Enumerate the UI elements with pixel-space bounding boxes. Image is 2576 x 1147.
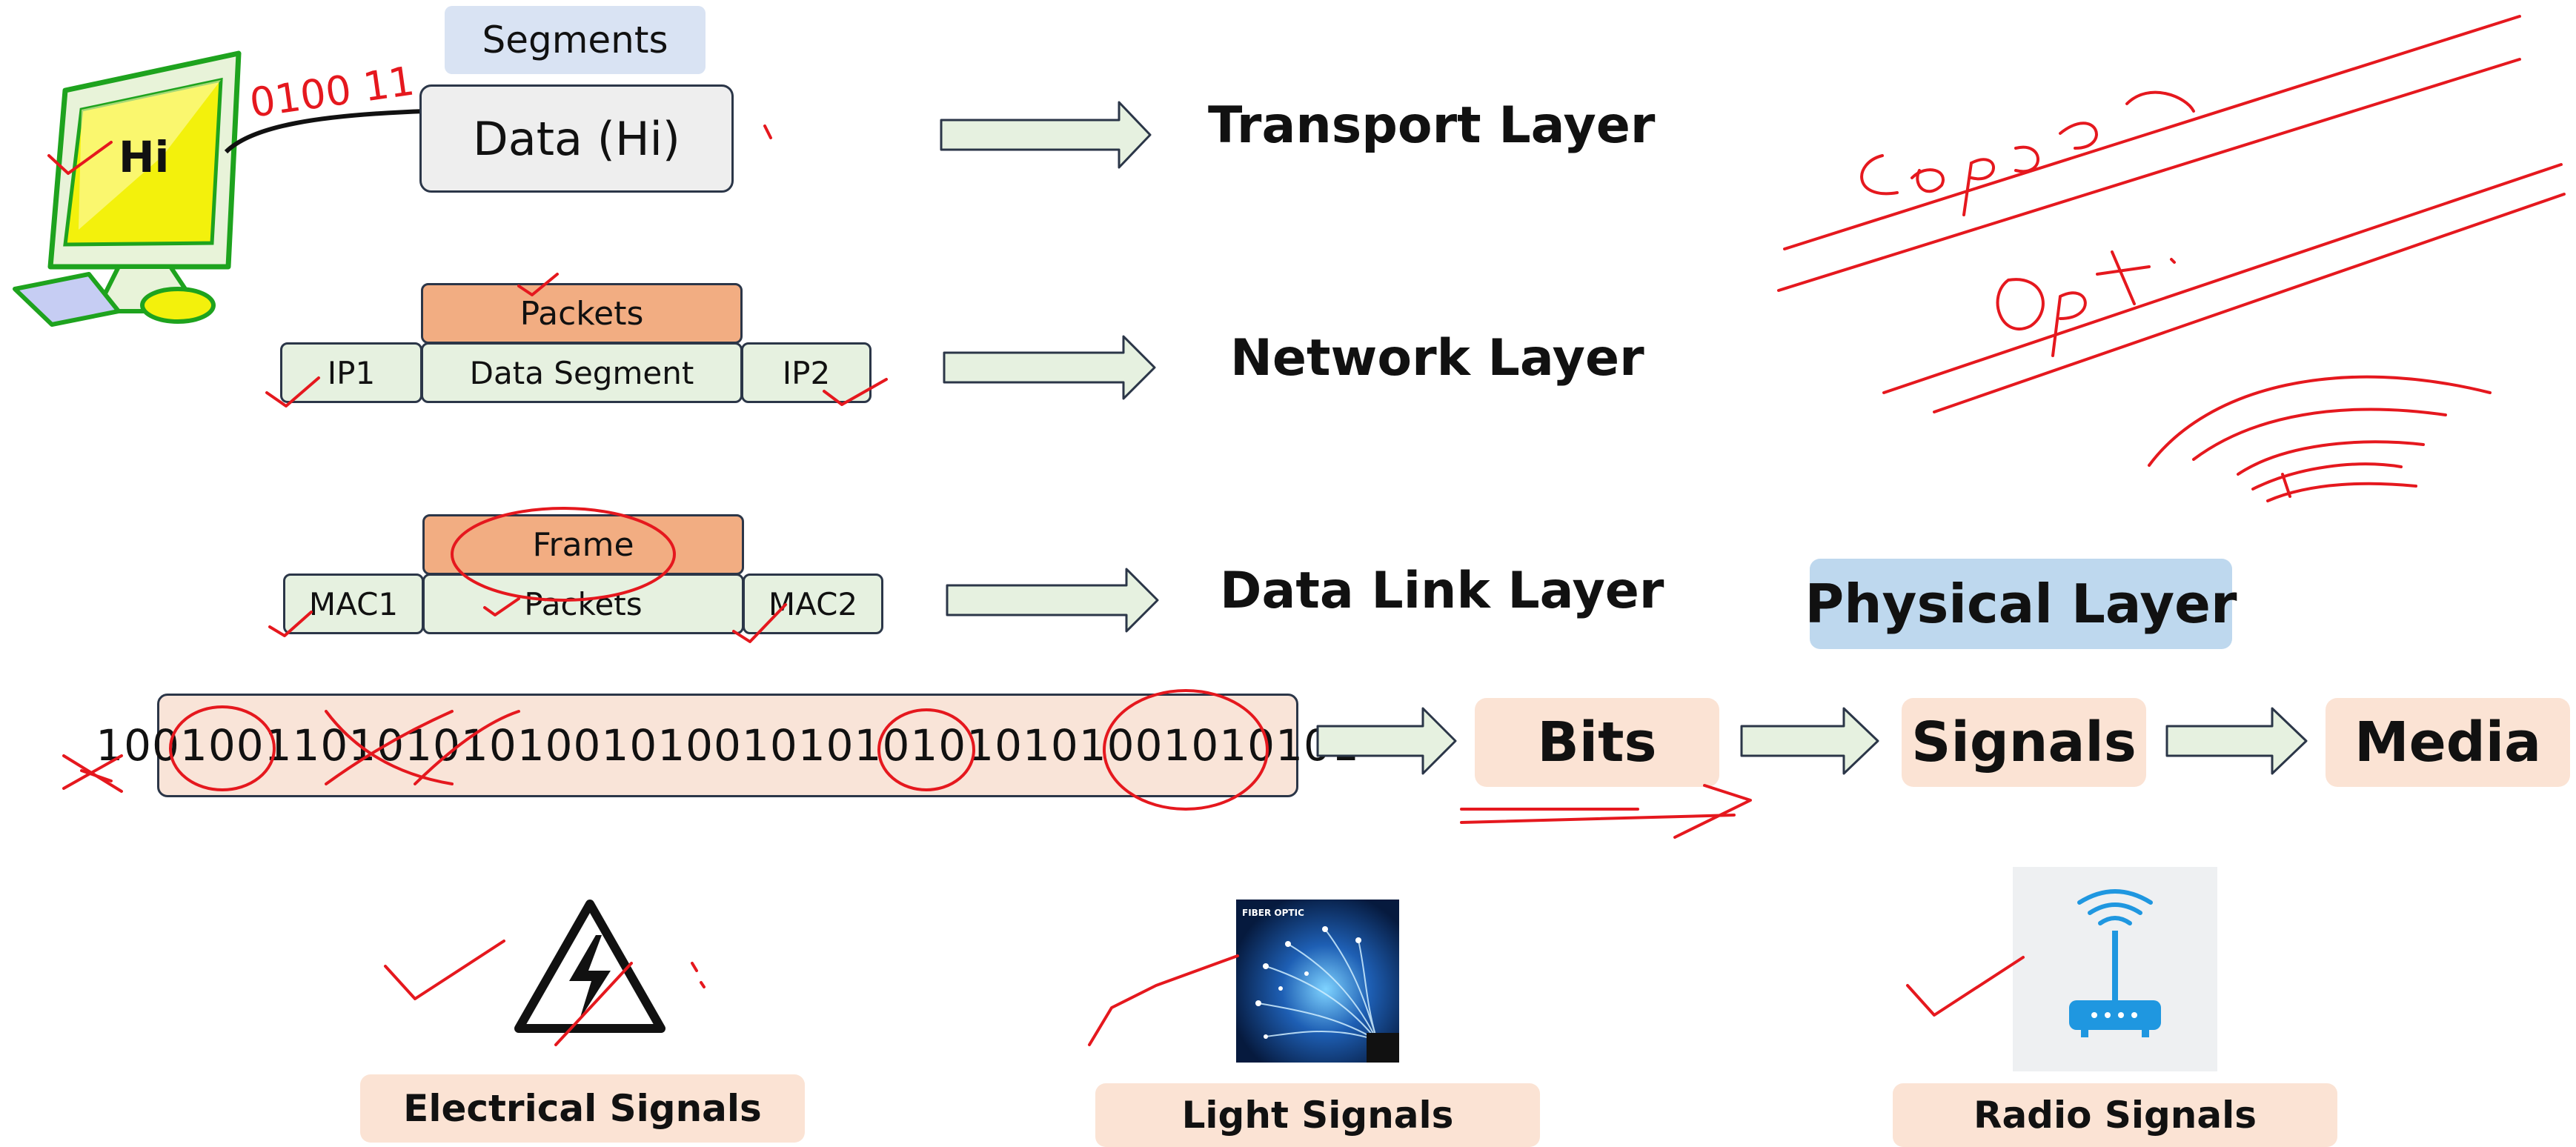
mac1-box: MAC1 (283, 574, 424, 634)
radio-signals-label: Radio Signals (1893, 1083, 2337, 1147)
ip2-box: IP2 (741, 342, 872, 403)
bits-box: Bits (1475, 698, 1719, 787)
fiber-optic-image: FIBER OPTIC (1236, 900, 1399, 1063)
wifi-router-image (2013, 867, 2217, 1071)
datalink-layer-title: Data Link Layer (1220, 562, 1664, 620)
segments-label: Segments (445, 6, 706, 74)
arrow-bits (1740, 707, 1879, 775)
arrow-datalink (946, 568, 1159, 633)
data-hi-box: Data (Hi) (419, 84, 734, 193)
network-layer-title: Network Layer (1230, 329, 1644, 388)
media-box: Media (2326, 698, 2570, 787)
light-signals-label: Light Signals (1095, 1083, 1540, 1147)
data-segment-box: Data Segment (421, 342, 743, 403)
fiber-image-caption: FIBER OPTIC (1242, 908, 1304, 918)
screen-text: Hi (119, 132, 169, 182)
arrow-bitstream (1316, 707, 1457, 775)
transport-layer-title: Transport Layer (1208, 96, 1656, 155)
binary-annotation: 0100 11 (247, 57, 417, 126)
packets-header: Packets (421, 283, 743, 344)
signals-box: Signals (1902, 698, 2146, 787)
ip1-box: IP1 (280, 342, 422, 403)
packets-box: Packets (422, 574, 744, 634)
arrow-signals (2165, 707, 2308, 775)
arrow-transport (940, 101, 1152, 169)
physical-layer-title: Physical Layer (1805, 559, 2237, 649)
bitstream-box: 1001001101010101001010010101010101010010… (96, 694, 1359, 797)
arrow-network (943, 335, 1156, 400)
computer-icon: Hi (13, 50, 242, 327)
electrical-hazard-icon (514, 900, 665, 1033)
mac2-box: MAC2 (743, 574, 883, 634)
electrical-signals-label: Electrical Signals (360, 1074, 805, 1143)
